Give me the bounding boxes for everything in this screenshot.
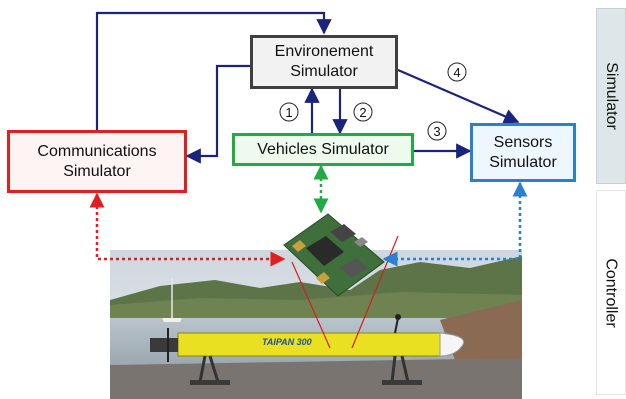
controller-side-panel: Controller bbox=[596, 190, 626, 395]
circuit-board-icon bbox=[283, 213, 385, 297]
sensors-simulator-box: Sensors Simulator bbox=[470, 123, 576, 182]
controller-side-label: Controller bbox=[603, 257, 621, 328]
step-4-label: 4 bbox=[453, 65, 460, 80]
env-to-sensors-arrow bbox=[397, 68, 520, 124]
communications-simulator-box: Communications Simulator bbox=[7, 130, 187, 193]
step-1-label: 1 bbox=[285, 105, 292, 120]
vehicles-simulator-box: Vehicles Simulator bbox=[232, 133, 414, 166]
communications-simulator-label: Communications Simulator bbox=[37, 142, 157, 180]
step-3-marker: 3 bbox=[427, 121, 447, 141]
auv-caption: TAIPAN 300 bbox=[262, 337, 312, 347]
vehicles-simulator-label: Vehicles Simulator bbox=[257, 140, 389, 158]
step-4-marker: 4 bbox=[447, 62, 467, 82]
step-2-marker: 2 bbox=[353, 102, 373, 122]
env-to-comm-arrow bbox=[185, 64, 250, 164]
environment-simulator-box: Environement Simulator bbox=[250, 35, 398, 89]
simulator-side-panel: Simulator bbox=[596, 8, 626, 184]
sensors-controller-dotted-arrow bbox=[382, 181, 528, 267]
step-2-label: 2 bbox=[359, 105, 366, 120]
step-3-label: 3 bbox=[433, 124, 440, 139]
auv-vehicle bbox=[150, 314, 465, 385]
comm-controller-dotted-arrow bbox=[89, 192, 286, 267]
environment-simulator-label: Environement Simulator bbox=[274, 43, 374, 80]
step-1-marker: 1 bbox=[279, 102, 299, 122]
comm-to-env-arrow bbox=[95, 11, 332, 130]
link-line-left bbox=[291, 261, 331, 349]
simulator-side-label: Simulator bbox=[603, 62, 621, 130]
sensors-simulator-label: Sensors Simulator bbox=[489, 133, 557, 171]
